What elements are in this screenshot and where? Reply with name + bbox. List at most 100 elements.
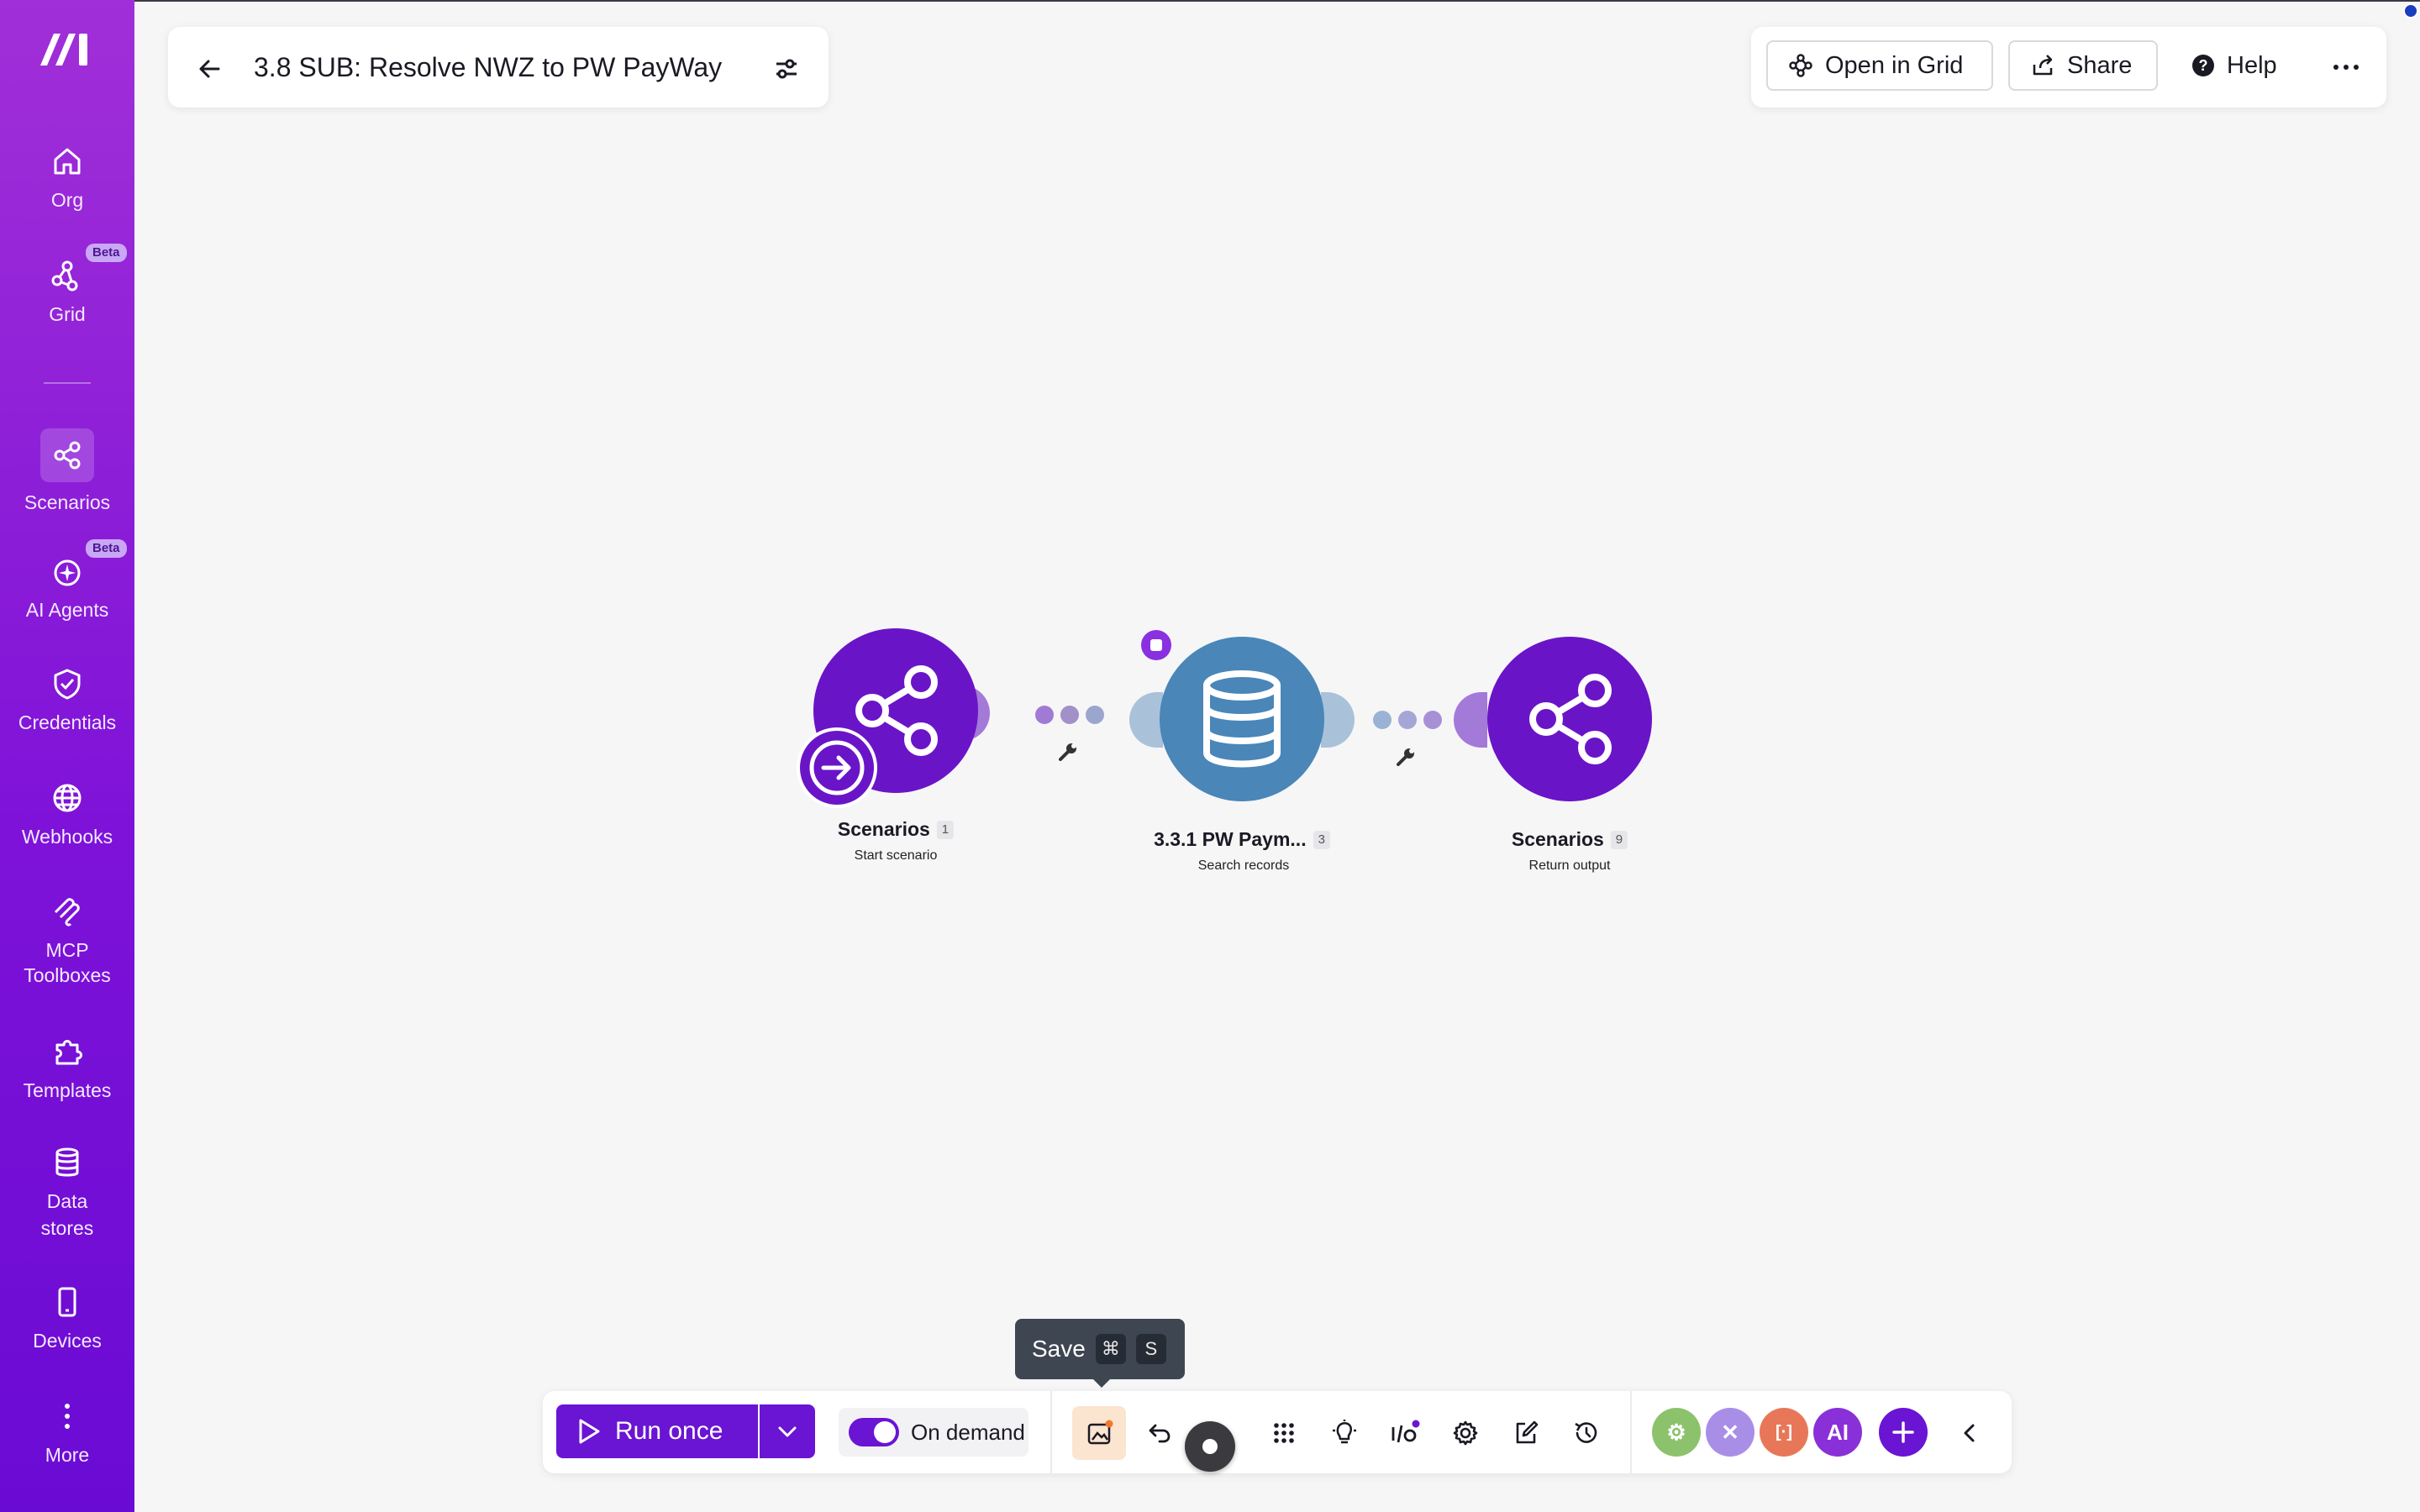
module-start-scenario[interactable]: Scenarios 1 Start scenario	[797, 628, 1007, 872]
vertical-dots-icon	[49, 1398, 86, 1435]
share-nodes-icon	[40, 428, 94, 482]
filter-badge	[1141, 630, 1171, 660]
sidebar-item-credentials[interactable]: Credentials	[0, 665, 134, 736]
history-icon[interactable]	[1568, 1415, 1605, 1452]
module-circle	[1160, 637, 1324, 801]
module-circle	[1487, 637, 1652, 801]
svg-text:?: ?	[2199, 57, 2208, 74]
sidebar-label: Templates	[23, 1079, 112, 1101]
sidebar-item-devices[interactable]: Devices	[0, 1284, 134, 1354]
module-handle	[1321, 692, 1355, 748]
schedule-toggle[interactable]: On demand	[839, 1408, 1028, 1457]
help-label: Help	[2227, 51, 2277, 79]
help-button[interactable]: ? Help	[2191, 40, 2277, 91]
sidebar-item-templates[interactable]: Templates	[0, 1033, 134, 1104]
trigger-badge	[797, 727, 877, 808]
sidebar-item-grid[interactable]: Beta Grid	[0, 244, 134, 328]
module-op-count: 1	[936, 820, 955, 839]
save-image-icon	[1087, 1420, 1113, 1445]
io-flow-icon[interactable]	[1386, 1415, 1423, 1452]
save-button[interactable]	[1072, 1406, 1126, 1460]
app-avatar-ai[interactable]: AI	[1813, 1408, 1862, 1457]
app-avatar-flow-control[interactable]: ✕	[1706, 1408, 1754, 1457]
chevron-down-icon	[778, 1426, 797, 1437]
connection-dot	[1398, 711, 1417, 729]
sidebar-label: Scenarios	[24, 491, 111, 513]
plus-icon	[1892, 1421, 1914, 1443]
toolbar-divider	[1050, 1391, 1052, 1473]
save-tooltip: Save ⌘ S	[1015, 1319, 1185, 1379]
wrench-icon[interactable]	[1057, 741, 1079, 763]
notification-dot	[2403, 3, 2418, 18]
toggle-switch[interactable]	[849, 1418, 899, 1446]
bottom-toolbar: Run once On demand ⚙ ✕ [·] AI	[543, 1391, 2012, 1473]
sidebar-label: Devices	[33, 1330, 102, 1352]
gear-icon[interactable]	[1447, 1415, 1484, 1452]
sidebar: Org Beta Grid Scenarios Beta AI Agents C…	[0, 0, 134, 1512]
schedule-label: On demand	[911, 1419, 1025, 1445]
share-label: Share	[2067, 51, 2133, 79]
module-op-count: 3	[1313, 830, 1330, 849]
mcp-icon	[49, 894, 86, 931]
module-name-label: Scenarios	[1511, 828, 1604, 850]
run-once-button[interactable]: Run once	[556, 1404, 758, 1458]
module-name: 3.3.1 PW Paym... 3	[1154, 828, 1330, 851]
sidebar-label: Credentials	[18, 711, 117, 733]
notes-edit-icon[interactable]	[1507, 1415, 1544, 1452]
sidebar-item-org[interactable]: Org	[0, 143, 134, 213]
sidebar-label: Grid	[49, 303, 86, 325]
scenario-title[interactable]: 3.8 SUB: Resolve NWZ to PW PayWay	[254, 52, 723, 82]
module-name-label: 3.3.1 PW Paym...	[1154, 828, 1307, 850]
more-horizontal-icon[interactable]	[2329, 50, 2363, 84]
app-avatar-text-parser[interactable]: [·]	[1760, 1408, 1808, 1457]
add-module-button[interactable]	[1879, 1408, 1928, 1457]
home-icon	[49, 143, 86, 180]
app-avatar-tools[interactable]: ⚙	[1652, 1408, 1701, 1457]
connection-dot	[1035, 706, 1054, 724]
module-search-records[interactable]: 3.3.1 PW Paym... 3 Search records	[1129, 630, 1356, 880]
lightbulb-icon[interactable]	[1326, 1415, 1363, 1452]
globe-icon	[49, 780, 86, 816]
grid-network-icon	[1788, 53, 1813, 78]
beta-badge: Beta	[86, 539, 127, 558]
module-handle	[1129, 692, 1163, 748]
settings-sliders-icon[interactable]	[770, 52, 803, 86]
database-icon	[1203, 670, 1281, 768]
puzzle-icon	[49, 1033, 86, 1070]
sidebar-label: AI Agents	[25, 599, 109, 621]
undo-icon[interactable]	[1141, 1415, 1178, 1452]
sidebar-item-more[interactable]: More	[0, 1398, 134, 1468]
connection-dot	[1086, 706, 1104, 724]
sidebar-item-webhooks[interactable]: Webhooks	[0, 780, 134, 850]
share-button[interactable]: Share	[2008, 40, 2158, 91]
sidebar-label: Org	[50, 189, 84, 211]
tooltip-arrow	[1092, 1378, 1112, 1388]
window-top-edge	[0, 0, 2420, 2]
connection-dot	[1373, 711, 1392, 729]
sidebar-item-ai-agents[interactable]: Beta AI Agents	[0, 539, 134, 623]
play-icon	[576, 1418, 602, 1445]
module-handle	[1454, 692, 1487, 748]
run-options-dropdown[interactable]	[760, 1404, 815, 1458]
make-logo[interactable]	[37, 29, 94, 69]
sidebar-item-data-stores[interactable]: Data stores	[0, 1144, 134, 1242]
wrench-icon[interactable]	[1395, 746, 1417, 768]
recording-indicator[interactable]	[1185, 1421, 1235, 1472]
chevron-left-icon[interactable]	[1951, 1415, 1988, 1452]
back-arrow-icon[interactable]	[193, 52, 227, 86]
run-once-label: Run once	[615, 1417, 723, 1445]
shield-check-icon	[49, 665, 86, 702]
open-in-grid-button[interactable]: Open in Grid	[1766, 40, 1993, 91]
scenario-title-bar: 3.8 SUB: Resolve NWZ to PW PayWay	[168, 27, 829, 108]
module-name: Scenarios 1	[838, 818, 955, 841]
auto-align-grid-icon[interactable]	[1265, 1415, 1302, 1452]
sidebar-item-scenarios[interactable]: Scenarios	[0, 428, 134, 516]
sidebar-label: Data stores	[40, 1190, 94, 1239]
module-subtitle: Start scenario	[854, 848, 938, 863]
help-circle-icon: ?	[2191, 54, 2215, 77]
ai-agent-icon: Beta	[49, 539, 127, 590]
module-return-output[interactable]: Scenarios 9 Return output	[1454, 637, 1655, 880]
share-nodes-icon	[855, 665, 938, 756]
sidebar-item-mcp-toolboxes[interactable]: MCP Toolboxes	[0, 894, 134, 988]
share-nodes-icon	[1529, 674, 1612, 764]
